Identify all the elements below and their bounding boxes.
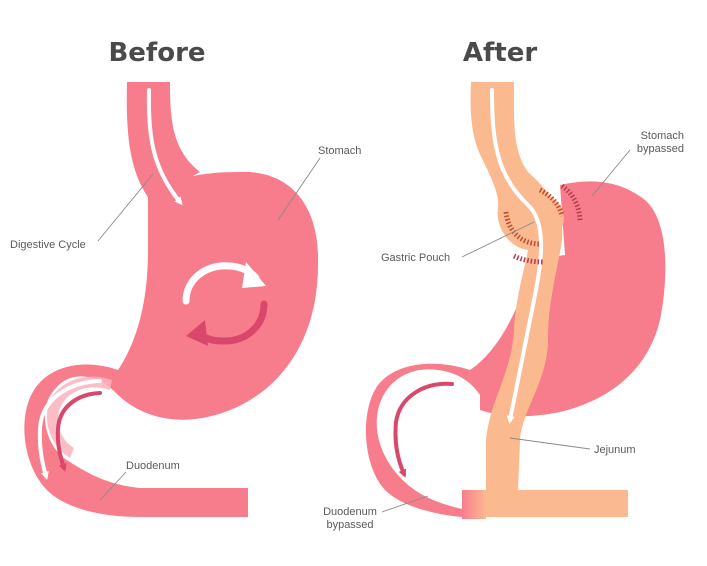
title-after: After (463, 38, 537, 68)
staple-line-lower (512, 253, 545, 265)
before-esophagus (126, 82, 200, 200)
leader-duodenum-bypassed (381, 495, 429, 513)
leader-stomach (277, 157, 321, 221)
label-stomach-bypassed-2: bypassed (637, 143, 684, 155)
before-flow-arrow-esophagus (146, 88, 183, 206)
gastric-pouch-shape (500, 192, 564, 244)
staple-line-pouch (503, 211, 541, 247)
leader-digestive-cycle (97, 173, 154, 242)
leader-duodenum (99, 471, 127, 501)
label-duodenum-bypassed-1: Duodenum (323, 506, 377, 518)
after-bypass-route (470, 82, 628, 517)
before-duodenum-arrow-light (37, 379, 102, 480)
label-digestive-cycle: Digestive Cycle (10, 239, 86, 251)
title-before: Before (108, 38, 205, 68)
before-duodenum-inner (46, 376, 112, 458)
before-cycle-arrowhead-light (242, 262, 266, 288)
staple-line-stomach (560, 183, 583, 223)
leader-jejunum (509, 437, 591, 450)
before-stomach-body (24, 171, 319, 517)
label-duodenum-bypassed-2: bypassed (326, 519, 373, 531)
label-jejunum: Jejunum (594, 444, 636, 456)
label-gastric-pouch: Gastric Pouch (381, 252, 450, 264)
label-duodenum: Duodenum (126, 460, 180, 472)
before-cycle-arrowhead-dark (186, 320, 208, 346)
before-duodenum-arrow-dark (55, 391, 102, 472)
staple-line-pouch-top (538, 187, 565, 217)
label-stomach: Stomach (318, 145, 361, 157)
before-stomach (24, 82, 319, 517)
leader-gastric-pouch (461, 221, 535, 258)
after-duodenum-arrow (393, 381, 454, 478)
label-stomach-bypassed-1: Stomach (641, 130, 684, 142)
after-stomach (365, 82, 666, 519)
leader-stomach-bypassed (591, 149, 631, 197)
after-flow-arrow (490, 88, 543, 424)
after-duodenum-fade (462, 490, 486, 519)
